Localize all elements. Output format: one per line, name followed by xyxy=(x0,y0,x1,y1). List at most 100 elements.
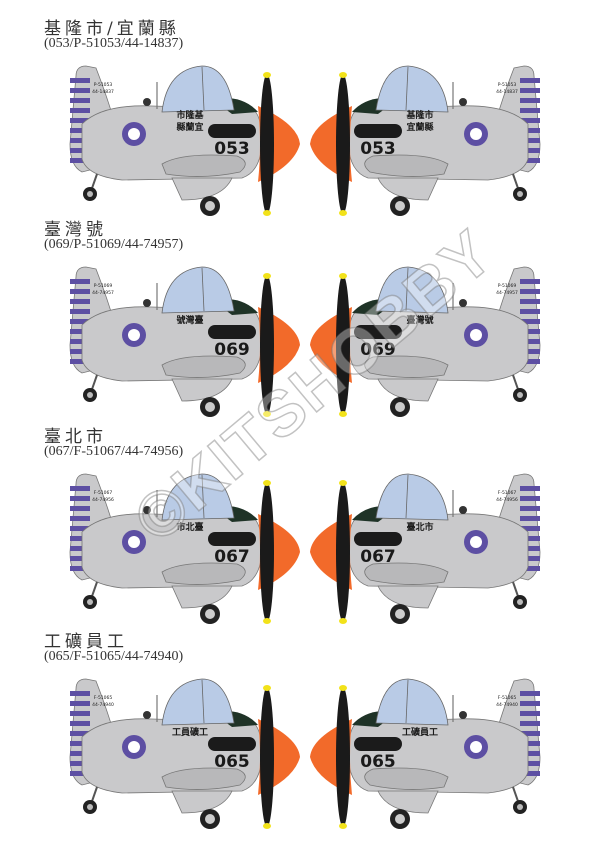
tail-stripe xyxy=(520,339,540,344)
belly-scoop xyxy=(171,177,233,201)
plane-body xyxy=(310,65,541,216)
propeller-tip xyxy=(339,72,347,78)
tail-stripe xyxy=(70,158,90,163)
tail-stripe xyxy=(520,88,540,93)
tail-stripe xyxy=(520,566,540,571)
tail-stripe xyxy=(520,721,540,726)
tail-stripe xyxy=(70,546,90,551)
tail-stripe xyxy=(520,556,540,561)
plane-body xyxy=(310,678,541,829)
plane-body xyxy=(310,473,541,624)
tail-serial-text: F-51067 xyxy=(94,490,113,496)
tail-stripe xyxy=(70,309,90,314)
exhaust-panel xyxy=(208,532,256,546)
canopy-frame xyxy=(201,474,205,519)
propeller-tip xyxy=(263,72,271,78)
tail-stripe xyxy=(70,118,90,123)
fuselage-calligraphy: 臺北市 xyxy=(406,521,433,533)
tail-stripe xyxy=(70,721,90,726)
tail-serial-text: 44-74940 xyxy=(92,702,114,708)
tail-stripe xyxy=(520,506,540,511)
propeller-tip xyxy=(339,685,347,691)
tail-stripe xyxy=(70,536,90,541)
tail-stripe xyxy=(520,148,540,153)
tail-stripe xyxy=(70,741,90,746)
tail-stripe xyxy=(70,556,90,561)
scheme-title: 臺北市 xyxy=(44,427,107,447)
fuselage-calligraphy: 工礦員工 xyxy=(402,726,438,738)
tail-stripe xyxy=(70,279,90,284)
belly-scoop xyxy=(171,790,233,814)
propeller-blade xyxy=(260,74,274,214)
wing xyxy=(364,767,449,790)
tail-stripe xyxy=(70,526,90,531)
tail-serial-text: F-51065 xyxy=(94,695,113,701)
wing xyxy=(161,767,246,790)
scheme-serial: (065/F-51065/44-74940) xyxy=(44,649,184,664)
wing xyxy=(364,355,449,378)
scheme-title: 臺灣號 xyxy=(44,220,107,240)
propeller-blade xyxy=(336,687,350,827)
tail-stripe xyxy=(70,566,90,571)
tail-serial-text: 44-74956 xyxy=(92,497,114,503)
tail-stripe xyxy=(520,761,540,766)
tail-stripe xyxy=(70,148,90,153)
tail-serial-text: 44-74957 xyxy=(92,290,114,296)
fuselage-calligraphy: 市北臺 xyxy=(176,521,203,533)
fuselage-calligraphy: 市隆基 xyxy=(176,109,204,121)
tail-stripe xyxy=(70,359,90,364)
fuselage-number: 053 xyxy=(214,139,250,159)
tail-stripe xyxy=(520,496,540,501)
tail-stripe xyxy=(70,289,90,294)
fuselage-number: 065 xyxy=(214,752,250,772)
tail-stripe xyxy=(520,98,540,103)
tail-stripe xyxy=(70,701,90,706)
tail-stripe xyxy=(520,536,540,541)
tail-serial-text: 44-14837 xyxy=(496,89,518,95)
tail-stripe xyxy=(520,289,540,294)
tail-stripe xyxy=(520,711,540,716)
canopy xyxy=(161,65,235,113)
tail-stripe xyxy=(520,309,540,314)
tail-stripe xyxy=(70,751,90,756)
plane-body xyxy=(69,678,300,829)
plane-body xyxy=(69,473,300,624)
tail-serial-text: P-51069 xyxy=(498,283,517,289)
canopy-frame xyxy=(201,66,205,111)
tail-stripe xyxy=(70,88,90,93)
antenna-mast xyxy=(143,506,151,514)
wing xyxy=(161,562,246,585)
tail-stripe xyxy=(520,771,540,776)
tail-stripe xyxy=(520,78,540,83)
fuselage-calligraphy: 基隆市 xyxy=(405,109,433,121)
propeller-blade xyxy=(260,275,274,415)
tail-stripe xyxy=(520,701,540,706)
propeller-tip xyxy=(263,273,271,279)
antenna-mast xyxy=(143,711,151,719)
antenna-mast xyxy=(143,98,151,106)
tail-stripe xyxy=(520,751,540,756)
fuselage-calligraphy: 縣蘭宜 xyxy=(176,121,203,133)
tail-stripe xyxy=(520,329,540,334)
antenna-mast xyxy=(459,711,467,719)
canopy-frame xyxy=(405,679,409,724)
tail-stripe xyxy=(70,78,90,83)
tail-stripe xyxy=(520,546,540,551)
tail-stripe xyxy=(520,319,540,324)
plane-body xyxy=(69,65,300,216)
wing xyxy=(161,355,246,378)
fuselage-number: 065 xyxy=(360,752,396,772)
exhaust-panel xyxy=(354,737,402,751)
tail-stripe xyxy=(520,359,540,364)
belly-scoop xyxy=(171,585,233,609)
fuselage-number: 067 xyxy=(360,547,396,567)
tail-serial-text: P-51069 xyxy=(94,283,113,289)
wing xyxy=(364,154,449,177)
canopy xyxy=(161,678,235,726)
propeller-blade xyxy=(336,74,350,214)
